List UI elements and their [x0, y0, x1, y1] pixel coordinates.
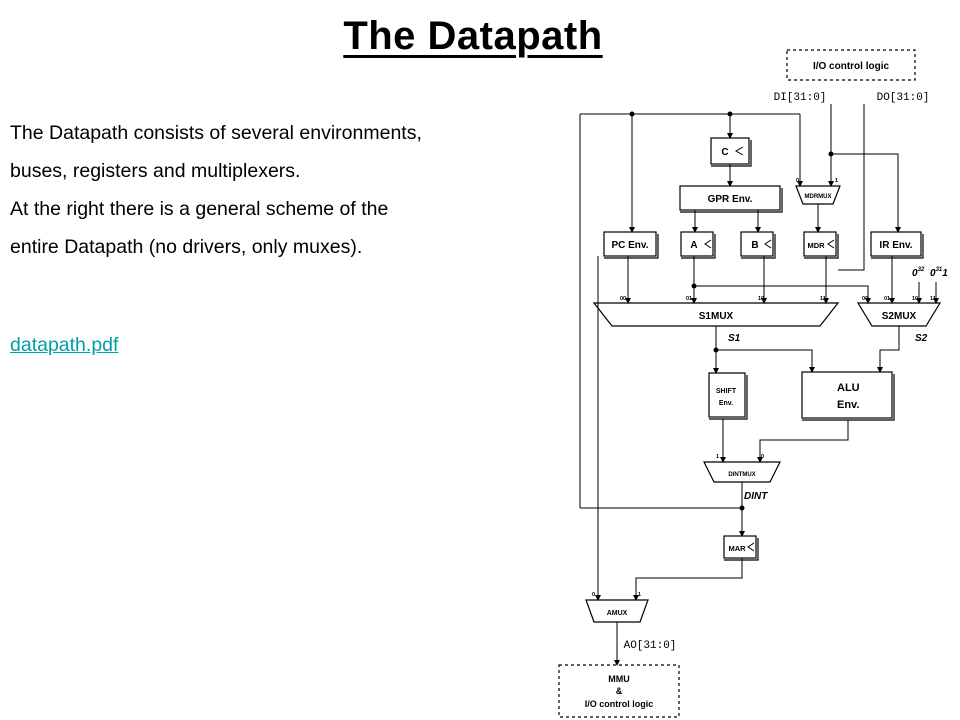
amux-sel-0: 0: [592, 592, 595, 598]
mmu-label-1: MMU: [608, 674, 630, 684]
gpr-env-box: [679, 185, 781, 211]
mmu-label-2: &: [616, 686, 623, 696]
amux-shape: [585, 599, 649, 623]
c-register: [710, 137, 750, 165]
mdrmux-label: MDRMUX: [805, 194, 832, 200]
s1-label: S1: [728, 333, 741, 344]
dintmux-shape: [703, 461, 781, 483]
a-register: [680, 231, 714, 257]
s1mux-sel-10: 10: [758, 296, 764, 302]
mmu-box: [558, 664, 680, 718]
s2mux-sel-10: 10: [912, 296, 918, 302]
const-zero-32: 032: [912, 267, 925, 279]
s2mux-label: S2MUX: [882, 311, 917, 322]
s2mux-shape: [856, 302, 942, 327]
description-line: At the right there is a general scheme o…: [10, 198, 389, 220]
alu-env-box: [801, 371, 893, 419]
datapath-pdf-link[interactable]: datapath.pdf: [10, 334, 119, 356]
mmu-label-3: I/O control logic: [585, 699, 654, 709]
ir-label: IR Env.: [879, 240, 912, 251]
dintmux-label: DINTMUX: [728, 472, 755, 478]
s2mux-sel-00: 00: [862, 296, 868, 302]
alu-label-1: ALU: [837, 382, 860, 394]
description: The Datapath consists of several environ…: [10, 114, 530, 266]
dintmux-sel-0: 0: [761, 454, 764, 460]
mar-label: MAR: [728, 544, 746, 553]
dint-label: DINT: [744, 491, 768, 502]
description-line: buses, registers and multiplexers.: [10, 160, 301, 182]
a-label: A: [690, 240, 697, 251]
mdrmux-sel-0: 0: [796, 178, 799, 184]
mdr-label: MDR: [807, 241, 825, 250]
pc-label: PC Env.: [611, 240, 648, 251]
s2mux-sel-11: 11: [930, 296, 936, 302]
shift-label-1: SHIFT: [716, 388, 737, 395]
const-zero-31-one: 0311: [930, 267, 948, 279]
s1mux-sel-11: 11: [820, 296, 826, 302]
s2-label: S2: [915, 333, 928, 344]
io-control-top-box: [786, 49, 916, 81]
dintmux-sel-1: 1: [716, 454, 719, 460]
mdrmux-shape: [795, 185, 841, 205]
alu-label-2: Env.: [837, 399, 859, 411]
page-title: The Datapath: [343, 14, 603, 58]
amux-sel-1: 1: [638, 592, 641, 598]
s1mux-shape: [592, 302, 840, 327]
c-label: C: [721, 147, 728, 158]
description-line: entire Datapath (no drivers, only muxes)…: [10, 236, 363, 258]
mdr-register: [803, 231, 837, 257]
b-register: [740, 231, 774, 257]
ir-env-box: [870, 231, 922, 257]
do-label: DO[31:0]: [877, 92, 930, 104]
di-label: DI[31:0]: [774, 92, 827, 104]
mdrmux-sel-1: 1: [835, 178, 838, 184]
shift-label-2: Env.: [719, 400, 733, 407]
io-control-top-label: I/O control logic: [813, 61, 890, 72]
shift-env-box: [708, 372, 746, 418]
s1mux-sel-01: 01: [686, 296, 692, 302]
s1mux-sel-00: 00: [620, 296, 626, 302]
gpr-label: GPR Env.: [708, 194, 753, 205]
b-label: B: [751, 240, 758, 251]
description-line: The Datapath consists of several environ…: [10, 122, 422, 144]
amux-label: AMUX: [607, 610, 628, 617]
s1mux-label: S1MUX: [699, 311, 734, 322]
ao-label: AO[31:0]: [624, 640, 677, 652]
s2mux-sel-01: 01: [884, 296, 890, 302]
